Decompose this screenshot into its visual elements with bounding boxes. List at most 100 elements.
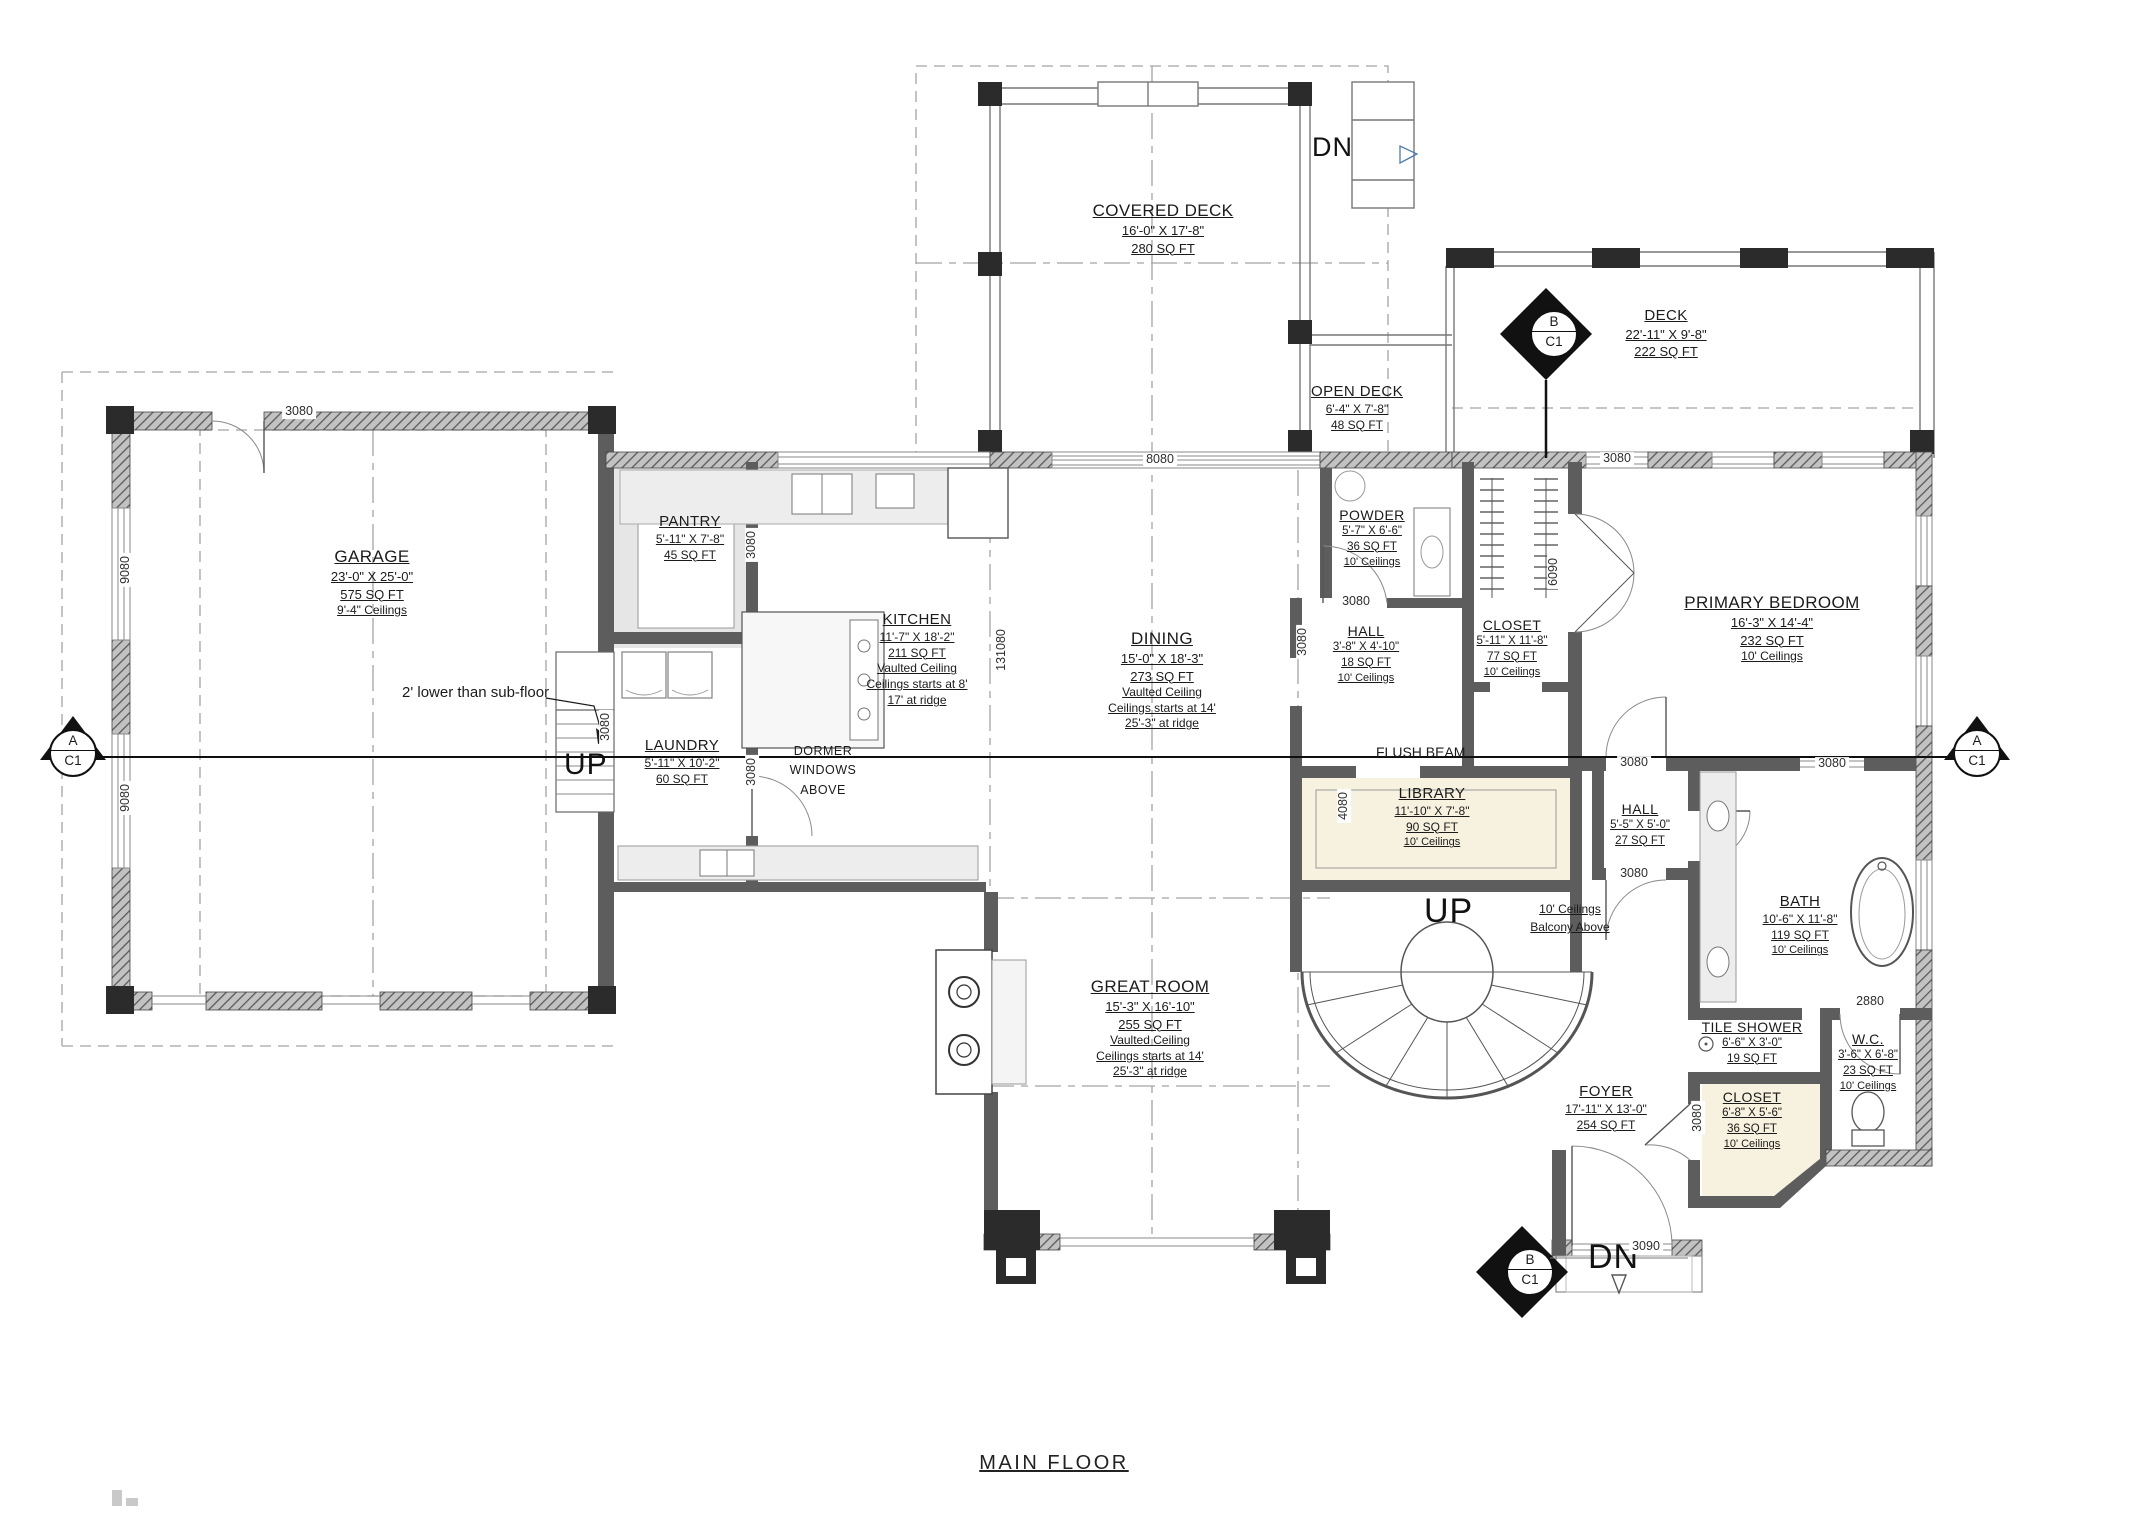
room-label-tile-shower: TILE SHOWER 6'-6" X 3'-0" 19 SQ FT — [1702, 1018, 1803, 1067]
room-area: 232 SQ FT — [1740, 632, 1804, 648]
room-dims: 5'-11" X 10'-2" — [644, 755, 720, 770]
section-letter: B — [1532, 312, 1576, 332]
room-area: 255 SQ FT — [1118, 1016, 1182, 1032]
room-dims: 17'-11" X 13'-0" — [1565, 1101, 1647, 1116]
room-area: 48 SQ FT — [1330, 417, 1384, 432]
room-dims: 5'-7" X 6'-6" — [1342, 525, 1402, 538]
room-label-covered-deck: COVERED DECK 16'-0" X 17'-8" 280 SQ FT — [1093, 200, 1234, 257]
room-label-garage: GARAGE 23'-0" X 25'-0" 575 SQ FT 9'-4" C… — [331, 546, 413, 619]
room-ceiling: 10' Ceilings — [1337, 671, 1395, 684]
dn-label-top: DN — [1312, 132, 1353, 162]
room-area: 77 SQ FT — [1487, 650, 1537, 663]
dim-label: 3080 — [1295, 625, 1310, 659]
dormer-note: DORMER WINDOWS ABOVE — [790, 742, 857, 800]
sheet-ref: C1 — [1968, 753, 1986, 768]
room-label-closet2: CLOSET 6'-8" X 5'-6" 36 SQ FT 10' Ceilin… — [1722, 1088, 1782, 1151]
dim-label: 3090 — [1629, 1239, 1663, 1254]
dim-label: 3080 — [1600, 451, 1634, 466]
right-exterior-wall — [1915, 451, 1933, 1167]
balcony-note-line: 10' Ceilings — [1539, 902, 1601, 916]
room-label-laundry: LAUNDRY 5'-11" X 10'-2" 60 SQ FT — [645, 736, 720, 787]
room-name: LIBRARY — [1398, 785, 1466, 802]
room-dims: 6'-6" X 3'-0" — [1722, 1037, 1782, 1050]
room-label-dining: DINING 15'-0" X 18'-3" 273 SQ FT Vaulted… — [1108, 628, 1216, 732]
room-name: FOYER — [1579, 1083, 1633, 1100]
room-name: TILE SHOWER — [1701, 1019, 1803, 1035]
room-dims: 5'-5" X 5'-0" — [1610, 819, 1670, 832]
room-area: 27 SQ FT — [1615, 834, 1665, 847]
room-name: DECK — [1644, 307, 1688, 324]
room-name: COVERED DECK — [1092, 201, 1234, 220]
room-area: 45 SQ FT — [663, 547, 716, 562]
sheet-ref: C1 — [1545, 334, 1563, 349]
room-area: 23 SQ FT — [1843, 1064, 1893, 1077]
room-name: BATH — [1779, 893, 1821, 910]
room-label-great-room: GREAT ROOM 15'-3" X 16'-10" 255 SQ FT Va… — [1091, 976, 1210, 1080]
room-dims: 6'-4" X 7'-8" — [1325, 401, 1389, 416]
room-ceiling: 10' Ceilings — [1723, 1137, 1781, 1150]
closet-rods — [1480, 478, 1558, 598]
section-letter: A — [1955, 731, 1999, 751]
section-marker-a-left: A C1 — [49, 729, 97, 777]
dormer-note-line: ABOVE — [800, 782, 846, 797]
dim-label: 3080 — [598, 710, 613, 744]
room-note: 25'-3" at ridge — [1113, 1064, 1187, 1079]
room-note: 17' at ridge — [887, 693, 947, 708]
balcony-note-line: Balcony Above — [1530, 920, 1610, 934]
room-name: GREAT ROOM — [1090, 977, 1210, 996]
room-label-hall2: HALL 5'-5" X 5'-0" 27 SQ FT — [1610, 800, 1670, 849]
room-ceiling: 10' Ceilings — [1741, 648, 1803, 663]
room-name: PANTRY — [659, 513, 721, 530]
room-area: 36 SQ FT — [1727, 1122, 1777, 1135]
room-dims: 6'-8" X 5'-6" — [1722, 1107, 1782, 1120]
section-marker-b-top: B C1 — [1530, 310, 1578, 358]
dim-label: 3080 — [744, 755, 759, 789]
room-note: Ceilings starts at 14' — [1108, 700, 1216, 715]
room-ceiling: 9'-4" Ceilings — [337, 602, 407, 617]
room-name: PRIMARY BEDROOM — [1684, 593, 1860, 612]
room-area: 18 SQ FT — [1341, 656, 1391, 669]
covered-deck-posts-rails — [989, 81, 1455, 455]
sheet-title: MAIN FLOOR — [979, 1452, 1129, 1474]
powder-door-arc — [1322, 545, 1388, 604]
closet2-angled-wall — [1694, 1154, 1826, 1208]
flush-beam-note: FLUSH BEAM — [1376, 744, 1466, 760]
room-area: 575 SQ FT — [340, 586, 404, 602]
room-name: CLOSET — [1722, 1089, 1782, 1105]
kitchen-fixtures — [617, 467, 1009, 881]
room-ceiling: 10' Ceilings — [1403, 836, 1461, 849]
room-name: LAUNDRY — [644, 737, 720, 754]
room-note: 25'-3" at ridge — [1125, 716, 1199, 731]
room-ceiling: 10' Ceilings — [1839, 1079, 1897, 1092]
dim-label: 3080 — [1339, 594, 1373, 609]
room-name: POWDER — [1339, 507, 1405, 523]
spiral-stair — [1300, 921, 1594, 1100]
room-area: 60 SQ FT — [655, 771, 709, 786]
dim-label: 9080 — [118, 553, 133, 587]
room-label-bath: BATH 10'-6" X 11'-8" 119 SQ FT 10' Ceili… — [1763, 892, 1838, 958]
room-name: GARAGE — [334, 547, 410, 566]
room-label-kitchen: KITCHEN 11'-7" X 18'-2" 211 SQ FT Vaulte… — [867, 610, 968, 709]
great-room-bottom — [983, 1210, 1331, 1284]
section-letter: B — [1508, 1250, 1552, 1270]
section-marker-a-right: A C1 — [1953, 729, 2001, 777]
room-dims: 16'-0" X 17'-8" — [1121, 223, 1205, 239]
room-label-hall: HALL 3'-8" X 4'-10" 18 SQ FT 10' Ceiling… — [1333, 622, 1399, 685]
wc-bottom-wall — [1825, 1149, 1933, 1167]
closet2-floor — [1702, 1084, 1820, 1198]
room-area: 36 SQ FT — [1347, 540, 1397, 553]
fireplace — [935, 949, 1027, 1095]
room-dims: 15'-3" X 16'-10" — [1105, 999, 1195, 1015]
room-label-closet: CLOSET 5'-11" X 11'-8" 77 SQ FT 10' Ceil… — [1477, 616, 1548, 679]
room-label-wc: W.C. 3'-6" X 6'-8" 23 SQ FT 10' Ceilings — [1838, 1030, 1898, 1093]
room-dims: 15'-0" X 18'-3" — [1120, 651, 1204, 667]
room-note: Vaulted Ceiling — [877, 661, 957, 676]
dim-label: 3080 — [1617, 866, 1651, 881]
section-letter: A — [51, 731, 95, 751]
room-dims: 10'-6" X 11'-8" — [1762, 911, 1838, 926]
up-label-garage-stairs: UP — [564, 748, 608, 781]
room-note: Ceilings starts at 8' — [866, 677, 968, 692]
room-dims: 3'-6" X 6'-8" — [1838, 1049, 1898, 1062]
room-dims: 5'-11" X 7'-8" — [655, 531, 725, 546]
